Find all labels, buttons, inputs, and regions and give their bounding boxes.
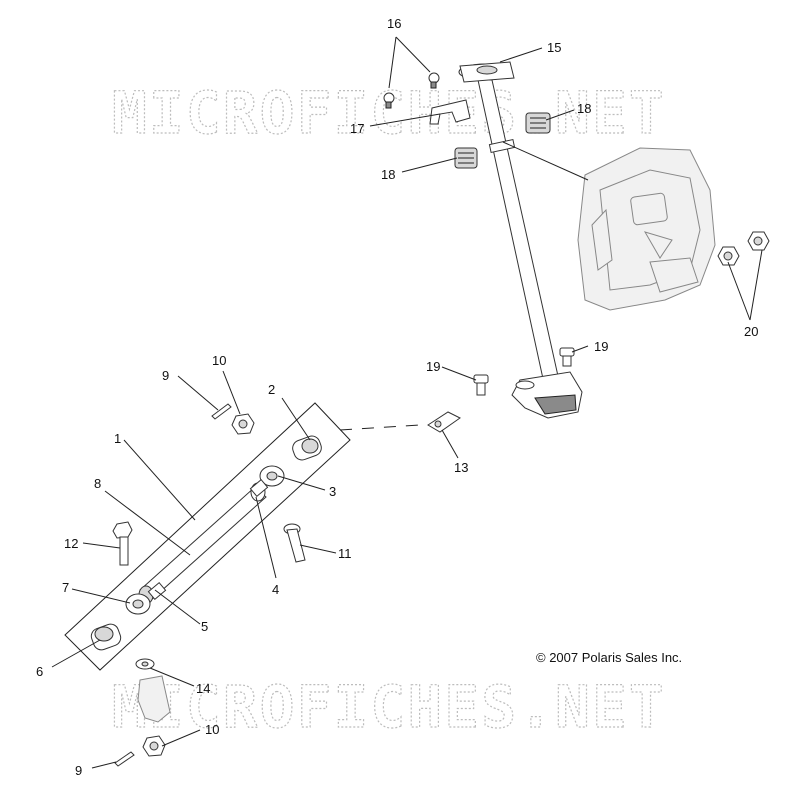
callout-9-lower: 9 (75, 763, 82, 778)
assembly-frame (64, 402, 351, 671)
copyright-notice: © 2007 Polaris Sales Inc. (536, 650, 682, 665)
callout-18-upper: 18 (577, 101, 591, 116)
callout-20: 20 (744, 324, 758, 339)
nut-20a (747, 231, 770, 251)
bolt-12 (112, 521, 133, 566)
nut-20b (717, 246, 740, 266)
callout-13: 13 (454, 460, 468, 475)
steering-column (458, 61, 583, 419)
callout-18-lower: 18 (381, 167, 395, 182)
callout-3: 3 (329, 484, 336, 499)
callout-4: 4 (272, 582, 279, 597)
callout-12: 12 (64, 536, 78, 551)
callout-10-upper: 10 (212, 353, 226, 368)
callout-14: 14 (196, 681, 210, 696)
tie-rod-bushing-lower (90, 623, 122, 651)
cotter-pin-9b (114, 751, 135, 767)
callout-19-left: 19 (426, 359, 440, 374)
bolt-19b (473, 374, 489, 396)
column-bushing-upper (525, 112, 551, 134)
connection-dash-line (339, 424, 421, 431)
callout-16: 16 (387, 16, 401, 31)
callout-2: 2 (268, 382, 275, 397)
screw-16a (383, 92, 395, 109)
tie-rod-bushing-upper (292, 435, 322, 461)
callout-6: 6 (36, 664, 43, 679)
screw-16b (428, 72, 440, 89)
callout-1: 1 (114, 431, 121, 446)
dash-panel-reference (577, 147, 716, 311)
clamp-bracket (429, 99, 471, 125)
bolt-11 (283, 523, 306, 563)
callout-5: 5 (201, 619, 208, 634)
washer-14 (135, 658, 155, 670)
callout-19-right: 19 (594, 339, 608, 354)
steering-arm-bracket (137, 675, 171, 723)
callout-7: 7 (62, 580, 69, 595)
callout-8: 8 (94, 476, 101, 491)
callout-11: 11 (338, 546, 352, 561)
watermark-top: MICROFICHES.NET (112, 79, 666, 147)
callout-9-upper: 9 (162, 368, 169, 383)
column-bushing-lower (454, 147, 478, 169)
callout-17: 17 (350, 121, 364, 136)
watermark-bottom: MICROFICHES.NET (112, 673, 666, 741)
cotter-pin-9a (211, 403, 232, 420)
washer-plate (427, 411, 461, 433)
bolt-19a (559, 347, 575, 367)
nut-10b (142, 735, 166, 757)
leader-lines (51, 36, 763, 769)
callout-10-lower: 10 (205, 722, 219, 737)
callout-15: 15 (547, 40, 561, 55)
rod-end-upper (249, 465, 285, 498)
nut-10a (231, 413, 255, 435)
